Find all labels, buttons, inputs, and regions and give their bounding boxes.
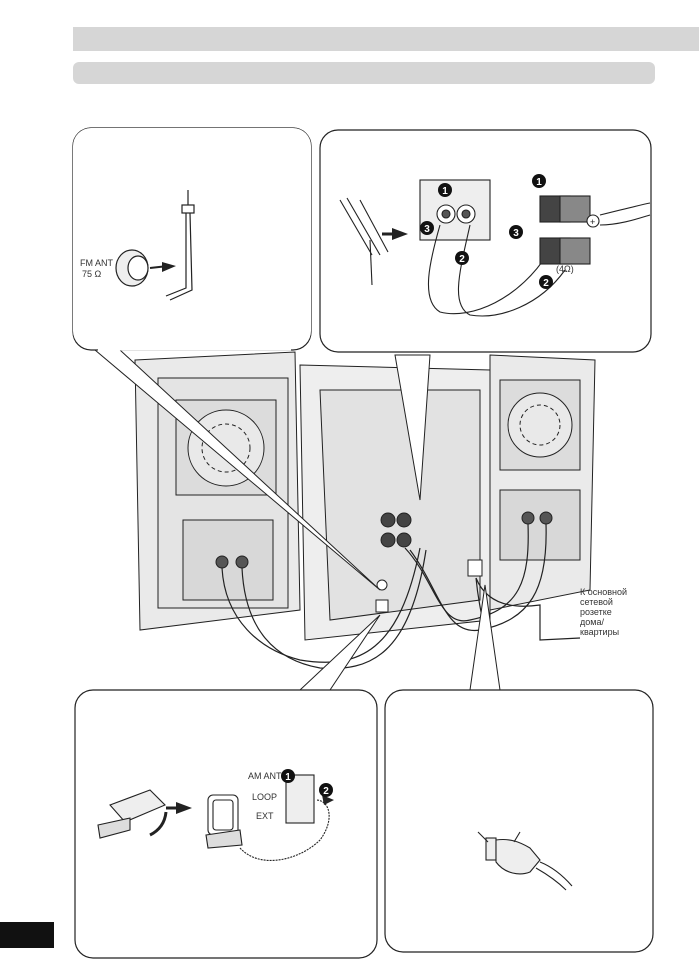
page-tab: [0, 922, 54, 948]
left-terminal-a: [215, 555, 229, 569]
outlet-label-4: дома/: [580, 617, 604, 627]
fm-impedance-label: 75 Ω: [82, 269, 102, 279]
step-badge-2-am: 2: [319, 783, 333, 797]
loop-label: LOOP: [252, 792, 278, 802]
speaker-terminal-4: [396, 532, 412, 548]
fm-antenna-callout: [72, 127, 381, 591]
svg-text:3: 3: [424, 224, 430, 235]
speaker-impedance-label: (4Ω): [556, 264, 574, 274]
outlet-label-5: квартиры: [580, 627, 620, 637]
speaker-terminal-1: [380, 512, 396, 528]
step-badge-3-plug: 3: [509, 225, 523, 239]
ext-label: EXT: [256, 811, 274, 821]
speaker-cables: [221, 523, 581, 691]
step-badges: 1 3 2 1 3 2 1 2: [281, 174, 553, 797]
svg-text:1: 1: [536, 177, 542, 188]
outlet-label-2: сетевой: [580, 597, 613, 607]
am-ant-label: AM ANT: [248, 771, 282, 781]
fm-socket: [376, 579, 388, 591]
mains-plug-callout: [384, 584, 654, 953]
ac-inlet: [467, 559, 483, 577]
step-badge-1-am: 1: [281, 769, 295, 783]
right-terminal-plate: [499, 489, 581, 561]
step-badge-1-plug: 1: [532, 174, 546, 188]
right-terminal-b: [539, 511, 553, 525]
power-cord: [475, 577, 581, 641]
speaker-terminal-3: [380, 532, 396, 548]
subheader-bar: [73, 62, 655, 84]
svg-text:2: 2: [459, 254, 465, 265]
step-badge-1-fm: 1: [438, 183, 452, 197]
svg-text:+: +: [590, 217, 595, 227]
svg-text:1: 1: [442, 186, 448, 197]
header-bar: [73, 27, 699, 51]
speaker-system: [134, 351, 596, 641]
fm-ant-label: FM ANT: [80, 258, 113, 268]
right-woofer: [507, 392, 573, 458]
svg-text:3: 3: [513, 228, 519, 239]
step-badge-3-terminal: 3: [420, 221, 434, 235]
svg-text:1: 1: [285, 772, 291, 783]
am-socket: [375, 599, 389, 613]
arrow-right: [392, 228, 408, 240]
outlet-label-3: розетке: [580, 607, 612, 617]
am-antenna-callout: [74, 614, 381, 959]
step-badge-2-plug: 2: [539, 275, 553, 289]
right-terminal-a: [521, 511, 535, 525]
outlet-label-1: К основной: [580, 587, 628, 597]
left-terminal-b: [235, 555, 249, 569]
svg-text:2: 2: [543, 278, 549, 289]
step-badge-2-terminal: 2: [455, 251, 469, 265]
svg-text:2: 2: [323, 786, 329, 797]
speaker-terminal-2: [396, 512, 412, 528]
